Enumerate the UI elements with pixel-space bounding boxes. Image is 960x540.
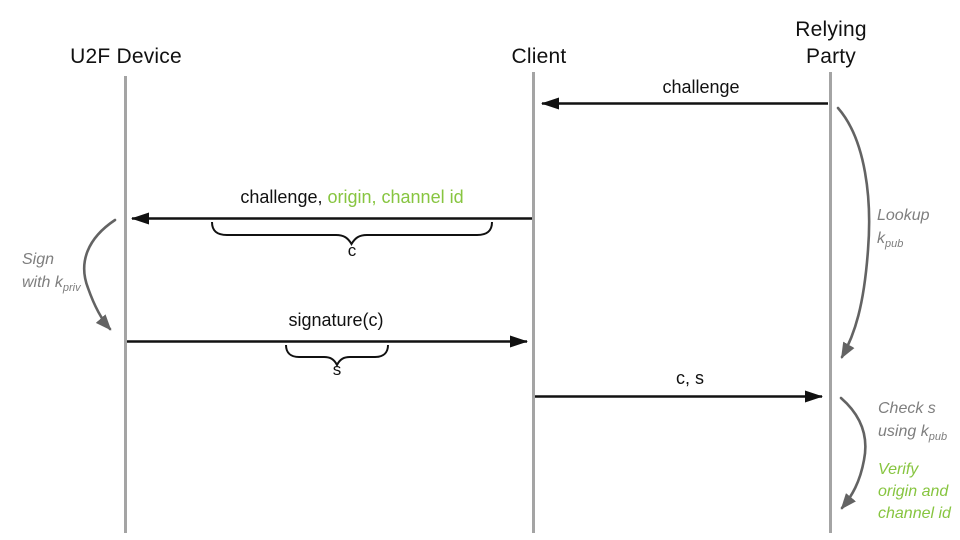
note-verify-line3: channel id	[878, 505, 951, 522]
note-lookup-kpub: Lookup kpub	[877, 204, 930, 252]
note-check-s-using-kpub: Check s using kpub	[878, 397, 947, 445]
note-lookup-line2: kpub	[877, 230, 904, 250]
kpub-subscript-2: pub	[928, 431, 948, 443]
participant-relying-party-line1: Relying	[795, 18, 867, 41]
participant-relying-party-line2: Party	[805, 45, 856, 68]
arc-lookup-kpub	[836, 106, 871, 359]
note-verify-line1: Verify	[878, 461, 919, 478]
message-label-signature: signature(c)	[288, 310, 384, 330]
note-verify-origin-channel-id: Verify origin and channel id	[878, 459, 951, 525]
note-verify-line2: origin and	[878, 483, 949, 500]
participant-client: Client	[511, 45, 567, 68]
note-sign-with-kpriv: Sign with kpriv	[22, 248, 81, 296]
brace-s	[285, 344, 389, 368]
participant-relying-party: Relying Party	[795, 16, 866, 70]
kpriv-subscript: priv	[62, 282, 81, 294]
message-part-origin-channel-id: origin, channel id	[327, 187, 464, 207]
arc-sign-with-kpriv	[83, 218, 117, 331]
note-check-line2: using kpub	[878, 423, 948, 443]
note-sign-line2: with kpriv	[22, 274, 81, 294]
note-lookup-line1: Lookup	[877, 207, 930, 224]
brace-c	[211, 221, 493, 246]
participant-u2f-device: U2F Device	[70, 45, 182, 68]
message-part-challenge: challenge,	[240, 187, 323, 207]
arc-check-and-verify	[839, 396, 867, 510]
message-label-challenge: challenge	[662, 77, 740, 97]
kpub-subscript: pub	[885, 238, 904, 250]
note-check-line1: Check s	[878, 400, 936, 417]
brace-label-s: s	[332, 360, 342, 379]
message-label-challenge-origin-channel-id: challenge, origin, channel id	[240, 187, 463, 208]
note-sign-line1: Sign	[22, 251, 55, 268]
brace-label-c: c	[347, 241, 357, 260]
message-label-c-s: c, s	[675, 368, 705, 388]
